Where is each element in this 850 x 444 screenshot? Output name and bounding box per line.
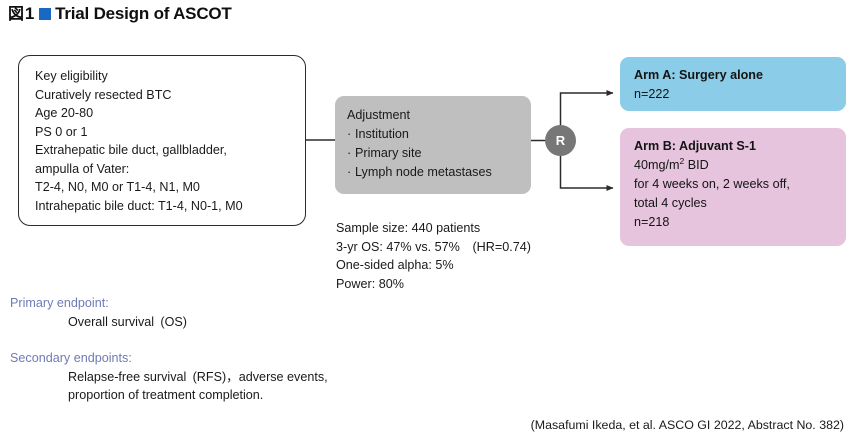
arm-b-title: Arm B: Adjuvant S-1	[634, 139, 756, 153]
stats-sample-size: Sample size: 440 patients	[336, 221, 481, 235]
arm-b-dose-value: 40mg/m	[634, 158, 680, 172]
secondary-endpoint-item: Relapse-free survival (RFS)，adverse even…	[68, 369, 328, 384]
arm-b-box: Arm B: Adjuvant S-1 40mg/m2 BID for 4 we…	[620, 128, 846, 246]
arm-b-dose-frequency: BID	[684, 158, 709, 172]
page-title-text: Trial Design of ASCOT	[55, 4, 232, 23]
eligibility-line: Age 20-80	[35, 106, 94, 120]
arm-b-cycles: total 4 cycles	[634, 196, 707, 210]
primary-endpoint-heading: Primary endpoint:	[10, 296, 109, 310]
adjustment-item: ·Lymph node metastases	[347, 163, 531, 182]
eligibility-line: Intrahepatic bile duct: T1-4, N0-1, M0	[35, 198, 243, 213]
arm-b-dose-exponent: 2	[679, 155, 685, 166]
secondary-endpoint-item: proportion of treatment completion.	[68, 388, 264, 402]
secondary-endpoints-heading: Secondary endpoints:	[10, 351, 132, 365]
adjustment-item-label: Institution	[355, 127, 409, 141]
randomization-label: R	[555, 133, 566, 148]
arm-a-count: n=222	[634, 87, 670, 101]
arm-b-schedule: for 4 weeks on, 2 weeks off,	[634, 177, 790, 191]
eligibility-line: Key eligibility	[35, 69, 108, 83]
arm-b-dose: 40mg/m2 BID	[634, 156, 846, 175]
figure-mark: 図	[8, 4, 24, 23]
arm-a-box: Arm A: Surgery alone n=222	[620, 57, 846, 111]
bullet-dot-icon: ·	[347, 165, 352, 179]
bullet-dot-icon: ·	[347, 127, 352, 141]
figure-number: 1	[24, 4, 35, 23]
eligibility-line: T2-4, N0, M0 or T1-4, N1, M0	[35, 180, 200, 194]
statistics-block: Sample size: 440 patients 3-yr OS: 47% v…	[336, 219, 531, 293]
adjustment-item-label: Lymph node metastases	[355, 165, 492, 179]
arm-a-title: Arm A: Surgery alone	[634, 68, 763, 82]
arm-b-count: n=218	[634, 215, 670, 229]
eligibility-line: PS 0 or 1	[35, 124, 88, 139]
citation: (Masafumi Ikeda, et al. ASCO GI 2022, Ab…	[530, 418, 844, 432]
stats-3yr-os: 3-yr OS: 47% vs. 57% (HR=0.74)	[336, 239, 531, 254]
primary-endpoint-item: Overall survival (OS)	[68, 314, 187, 329]
bullet-dot-icon: ·	[347, 146, 352, 160]
stats-alpha: One-sided alpha: 5%	[336, 258, 454, 273]
adjustment-heading: Adjustment	[347, 108, 410, 122]
page-title: 図 1 Trial Design of ASCOT	[8, 4, 232, 24]
stats-power: Power: 80%	[336, 276, 404, 291]
primary-endpoint-group: Primary endpoint: Overall survival (OS)	[10, 294, 187, 331]
adjustment-box: Adjustment ·Institution ·Primary site ·L…	[335, 96, 531, 194]
randomization-node: R	[545, 125, 576, 156]
blue-square-bullet-icon	[39, 8, 52, 20]
secondary-endpoints-group: Secondary endpoints: Relapse-free surviv…	[10, 349, 328, 405]
adjustment-item-label: Primary site	[355, 146, 422, 160]
adjustment-item: ·Institution	[347, 125, 531, 144]
adjustment-item: ·Primary site	[347, 144, 531, 163]
key-eligibility-box: Key eligibility Curatively resected BTC …	[18, 55, 306, 226]
eligibility-line: Extrahepatic bile duct, gallbladder,	[35, 143, 227, 157]
eligibility-line: ampulla of Vater:	[35, 161, 130, 176]
eligibility-line: Curatively resected BTC	[35, 87, 172, 102]
